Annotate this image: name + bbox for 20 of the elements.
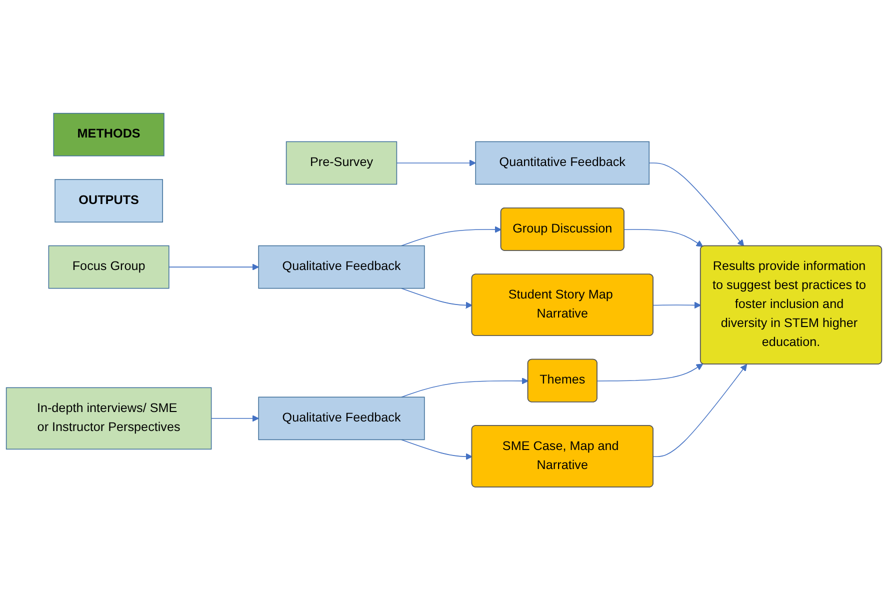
- arrow: [653, 364, 748, 458]
- arrow: [401, 440, 472, 460]
- arrow: [401, 226, 502, 246]
- arrow: [168, 264, 259, 271]
- arrow: [624, 229, 704, 248]
- arrow: [401, 378, 528, 398]
- node-box: Focus Group: [48, 246, 170, 290]
- arrow: [210, 415, 259, 422]
- arrow: [653, 302, 702, 309]
- node-box: Pre-Survey: [286, 142, 398, 185]
- node-box: OUTPUTS: [54, 179, 163, 223]
- arrow: [597, 364, 704, 382]
- arrow: [401, 288, 472, 309]
- node-box: METHODS: [53, 113, 164, 157]
- node-box: Qualitative Feedback: [258, 246, 425, 290]
- arrow: [648, 162, 744, 247]
- node-box: In-depth interviews/ SME or Instructor Perspectives: [6, 388, 212, 450]
- arrow: [396, 160, 476, 167]
- node-box: Quantitative Feedback: [475, 142, 650, 185]
- node-box: Qualitative Feedback: [258, 397, 425, 440]
